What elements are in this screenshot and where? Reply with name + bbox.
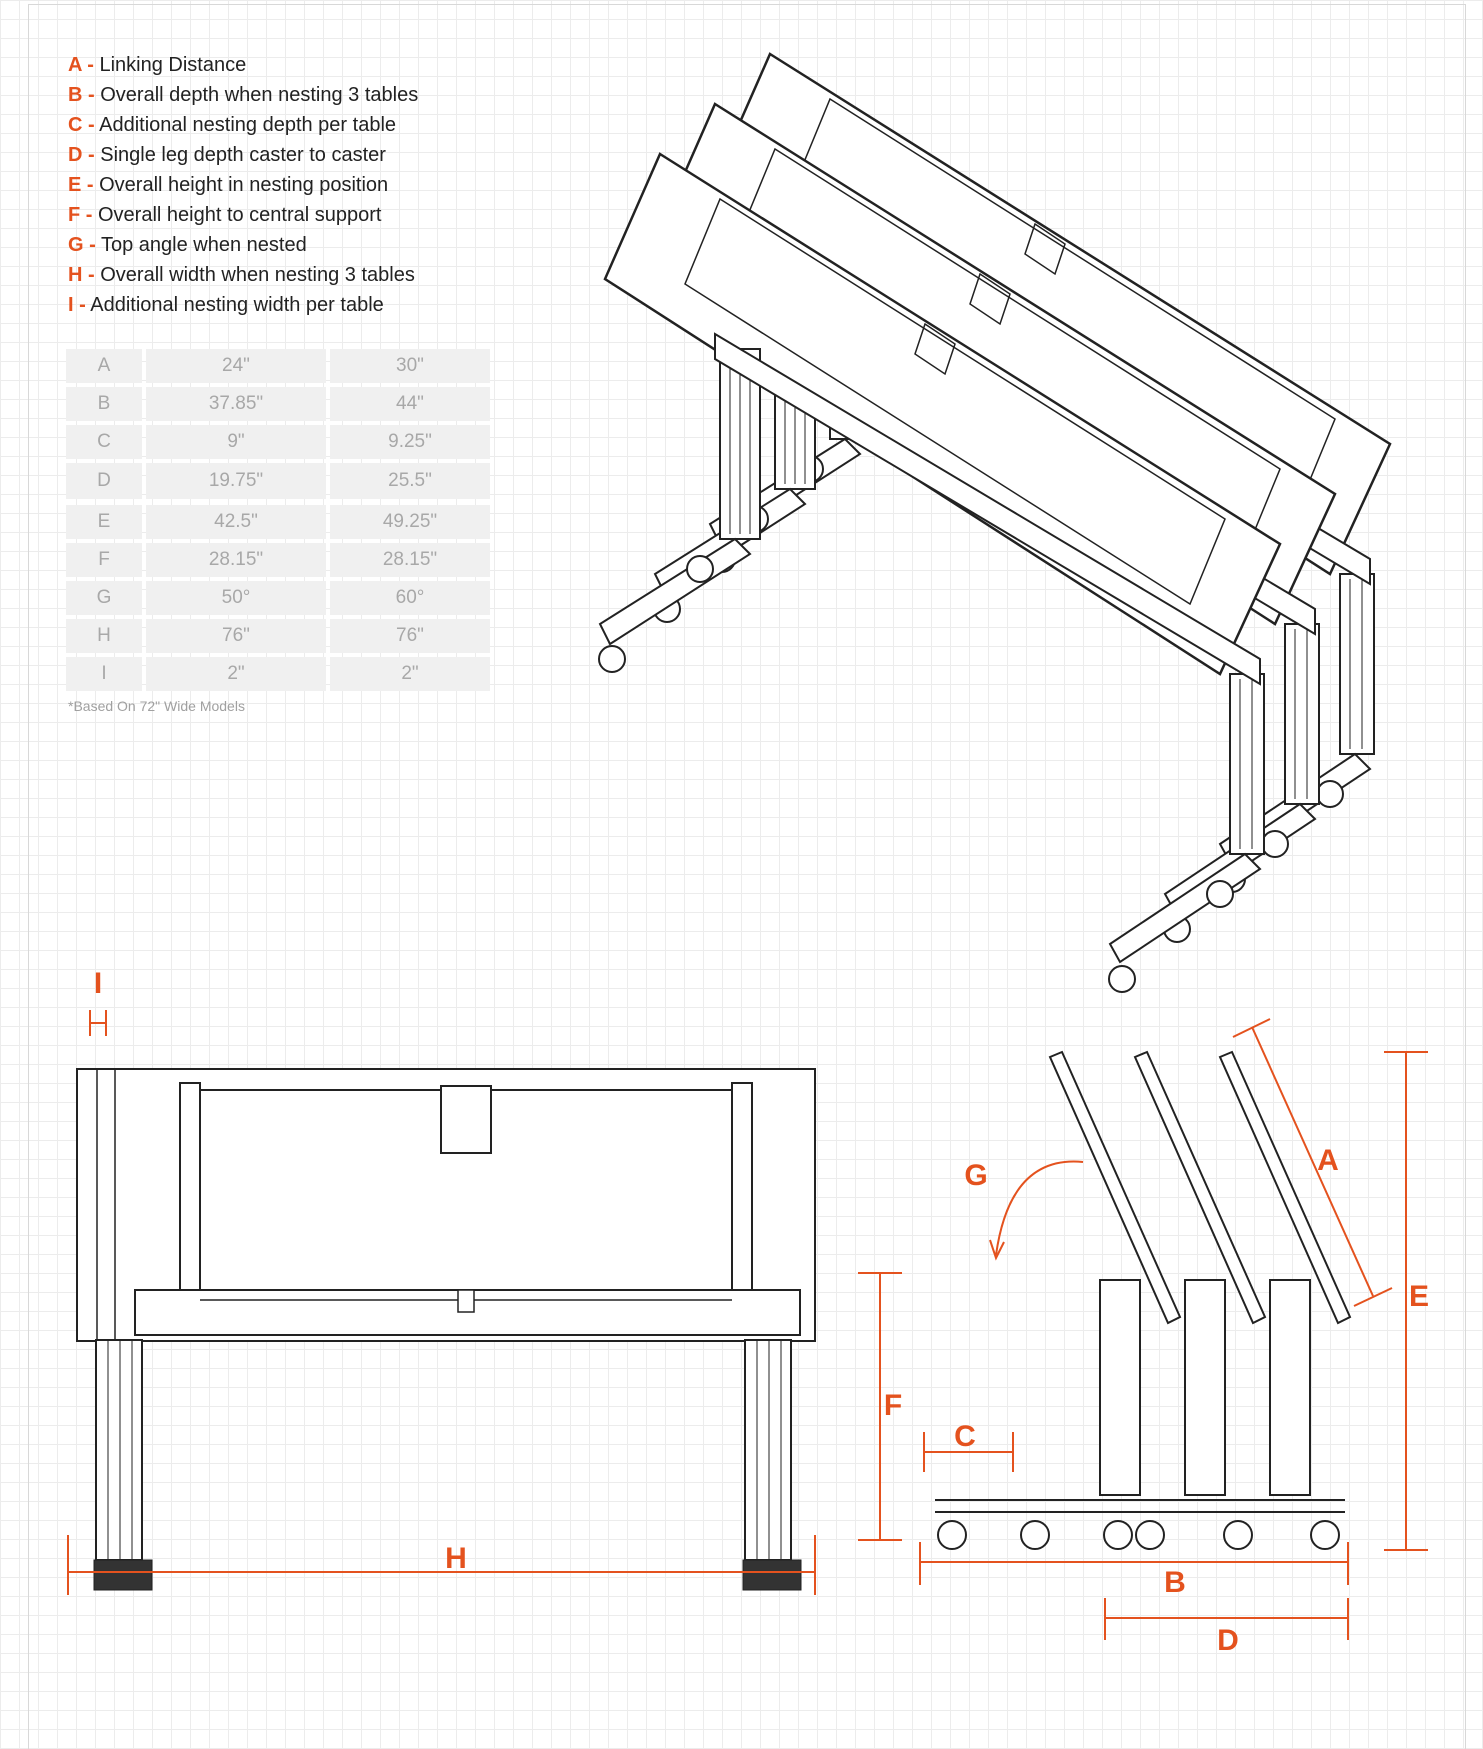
legend-key: G <box>68 234 84 256</box>
legend-key: I <box>68 294 74 316</box>
value-cell: 9" <box>146 425 326 459</box>
footnote: *Based On 72" Wide Models <box>68 698 245 714</box>
value-cell: 2" <box>330 657 490 691</box>
row-key: A <box>66 349 142 383</box>
legend-item: B - Overall depth when nesting 3 tables <box>68 80 418 110</box>
legend-separator: - <box>73 294 86 316</box>
legend-separator: - <box>82 144 95 166</box>
dimension-legend: A - Linking Distance B - Overall depth w… <box>68 50 418 320</box>
legend-text: Top angle when nested <box>95 234 307 256</box>
value-cell: 24" <box>146 349 326 383</box>
legend-text: Additional nesting width per table <box>85 294 384 316</box>
row-key: I <box>66 657 142 691</box>
legend-item: H - Overall width when nesting 3 tables <box>68 260 418 290</box>
legend-key: C <box>68 114 83 136</box>
legend-text: Linking Distance <box>93 54 247 76</box>
dim-label-d: D <box>1217 1624 1239 1657</box>
legend-item: C - Additional nesting depth per table <box>68 110 418 140</box>
value-cell: 49.25" <box>330 505 490 539</box>
dim-label-g: G <box>964 1159 987 1192</box>
legend-text: Overall height in nesting position <box>93 174 389 196</box>
row-key: C <box>66 425 142 459</box>
legend-separator: - <box>80 204 93 226</box>
sheet-border <box>28 4 1466 1749</box>
front-view <box>76 1068 816 1591</box>
legend-item: G - Top angle when nested <box>68 230 418 260</box>
side-view <box>935 1050 1352 1550</box>
row-key: H <box>66 619 142 653</box>
row-key: E <box>66 505 142 539</box>
row-key: D <box>66 463 142 499</box>
legend-text: Overall depth when nesting 3 tables <box>94 84 419 106</box>
dim-label-i: I <box>94 967 102 1000</box>
value-cell: 44" <box>330 387 490 421</box>
legend-separator: - <box>82 264 95 286</box>
legend-separator: - <box>83 234 96 256</box>
legend-key: D <box>68 144 83 166</box>
legend-key: H <box>68 264 83 286</box>
value-cell: 50° <box>146 581 326 615</box>
legend-key: E <box>68 174 82 196</box>
value-cell: 25.5" <box>330 463 490 499</box>
value-cell: 76" <box>330 619 490 653</box>
dim-label-f: F <box>884 1389 902 1422</box>
row-key: B <box>66 387 142 421</box>
dim-label-c: C <box>954 1420 976 1453</box>
legend-text: Single leg depth caster to caster <box>94 144 386 166</box>
dim-label-e: E <box>1409 1280 1429 1313</box>
dim-label-a: A <box>1317 1144 1339 1177</box>
legend-item: D - Single leg depth caster to caster <box>68 140 418 170</box>
row-key: G <box>66 581 142 615</box>
legend-item: A - Linking Distance <box>68 50 418 80</box>
legend-item: E - Overall height in nesting position <box>68 170 418 200</box>
value-cell: 30" <box>330 349 490 383</box>
legend-item: I - Additional nesting width per table <box>68 290 418 320</box>
value-cell: 28.15" <box>330 543 490 577</box>
value-cell: 42.5" <box>146 505 326 539</box>
value-cell: 9.25" <box>330 425 490 459</box>
legend-text: Overall height to central support <box>92 204 382 226</box>
legend-separator: - <box>82 114 95 136</box>
row-key: F <box>66 543 142 577</box>
value-cell: 2" <box>146 657 326 691</box>
legend-key: A <box>68 54 82 76</box>
legend-key: B <box>68 84 83 106</box>
dim-label-b: B <box>1164 1566 1186 1599</box>
legend-separator: - <box>81 54 94 76</box>
legend-text: Overall width when nesting 3 tables <box>94 264 415 286</box>
legend-key: F <box>68 204 81 226</box>
legend-separator: - <box>82 84 95 106</box>
value-cell: 19.75" <box>146 463 326 499</box>
legend-text: Additional nesting depth per table <box>94 114 397 136</box>
value-cell: 76" <box>146 619 326 653</box>
value-cell: 28.15" <box>146 543 326 577</box>
legend-separator: - <box>81 174 94 196</box>
value-cell: 37.85" <box>146 387 326 421</box>
dimension-lines <box>67 1010 1428 1640</box>
dim-label-h: H <box>445 1542 467 1575</box>
legend-item: F - Overall height to central support <box>68 200 418 230</box>
value-cell: 60° <box>330 581 490 615</box>
